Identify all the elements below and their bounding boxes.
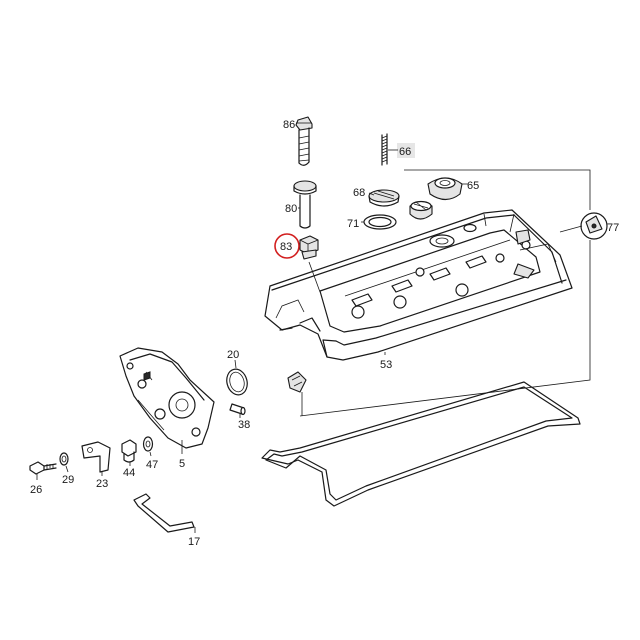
part-86-long-bolt[interactable]	[295, 116, 313, 166]
part-29-washer[interactable]	[59, 452, 69, 466]
label-83: 83	[280, 241, 292, 253]
label-80: 80	[285, 203, 297, 215]
label-77: 77	[607, 222, 619, 234]
label-65: 65	[467, 180, 479, 192]
label-17: 17	[188, 536, 200, 548]
label-23: 23	[96, 478, 108, 490]
part-38-dowel-pin[interactable]	[229, 403, 246, 416]
label-5: 5	[179, 458, 185, 470]
label-66: 66	[399, 146, 411, 158]
part-83-nut[interactable]	[299, 235, 319, 260]
part-17-gasket-strip[interactable]	[133, 493, 195, 533]
part-66-stud[interactable]	[381, 133, 388, 166]
part-20-o-ring[interactable]	[224, 367, 250, 397]
part-71-seal-ring[interactable]	[363, 214, 397, 230]
valve-cover-gasket[interactable]	[261, 381, 581, 507]
leader-20	[234, 359, 237, 369]
label-38: 38	[238, 419, 250, 431]
label-53: 53	[380, 359, 392, 371]
breather-connector[interactable]	[287, 371, 307, 393]
part-77-cap[interactable]	[580, 212, 608, 240]
part-47-washer[interactable]	[142, 436, 154, 452]
part-53-valve-cover[interactable]	[264, 209, 573, 361]
label-47: 47	[146, 459, 158, 471]
label-20: 20	[227, 349, 239, 361]
leader-29	[65, 465, 69, 473]
label-26: 26	[30, 484, 42, 496]
label-68: 68	[353, 187, 365, 199]
part-80-collar-bolt[interactable]	[293, 180, 317, 229]
label-66-box	[397, 143, 415, 158]
label-44: 44	[123, 467, 135, 479]
oil-filler-neck[interactable]	[409, 200, 433, 220]
part-83-highlight-ring	[274, 233, 300, 259]
leader-47	[149, 451, 152, 457]
part-65-grommet[interactable]	[427, 177, 463, 201]
leader-68	[368, 192, 375, 196]
label-86: 86	[283, 119, 295, 131]
part-44-plug[interactable]	[121, 439, 137, 463]
part-23-bracket[interactable]	[81, 441, 111, 473]
part-5-timing-cover[interactable]	[119, 347, 215, 449]
part-68-filler-cap[interactable]	[368, 189, 400, 207]
label-71: 71	[347, 218, 359, 230]
label-29: 29	[62, 474, 74, 486]
part-26-bolt[interactable]	[29, 461, 57, 475]
